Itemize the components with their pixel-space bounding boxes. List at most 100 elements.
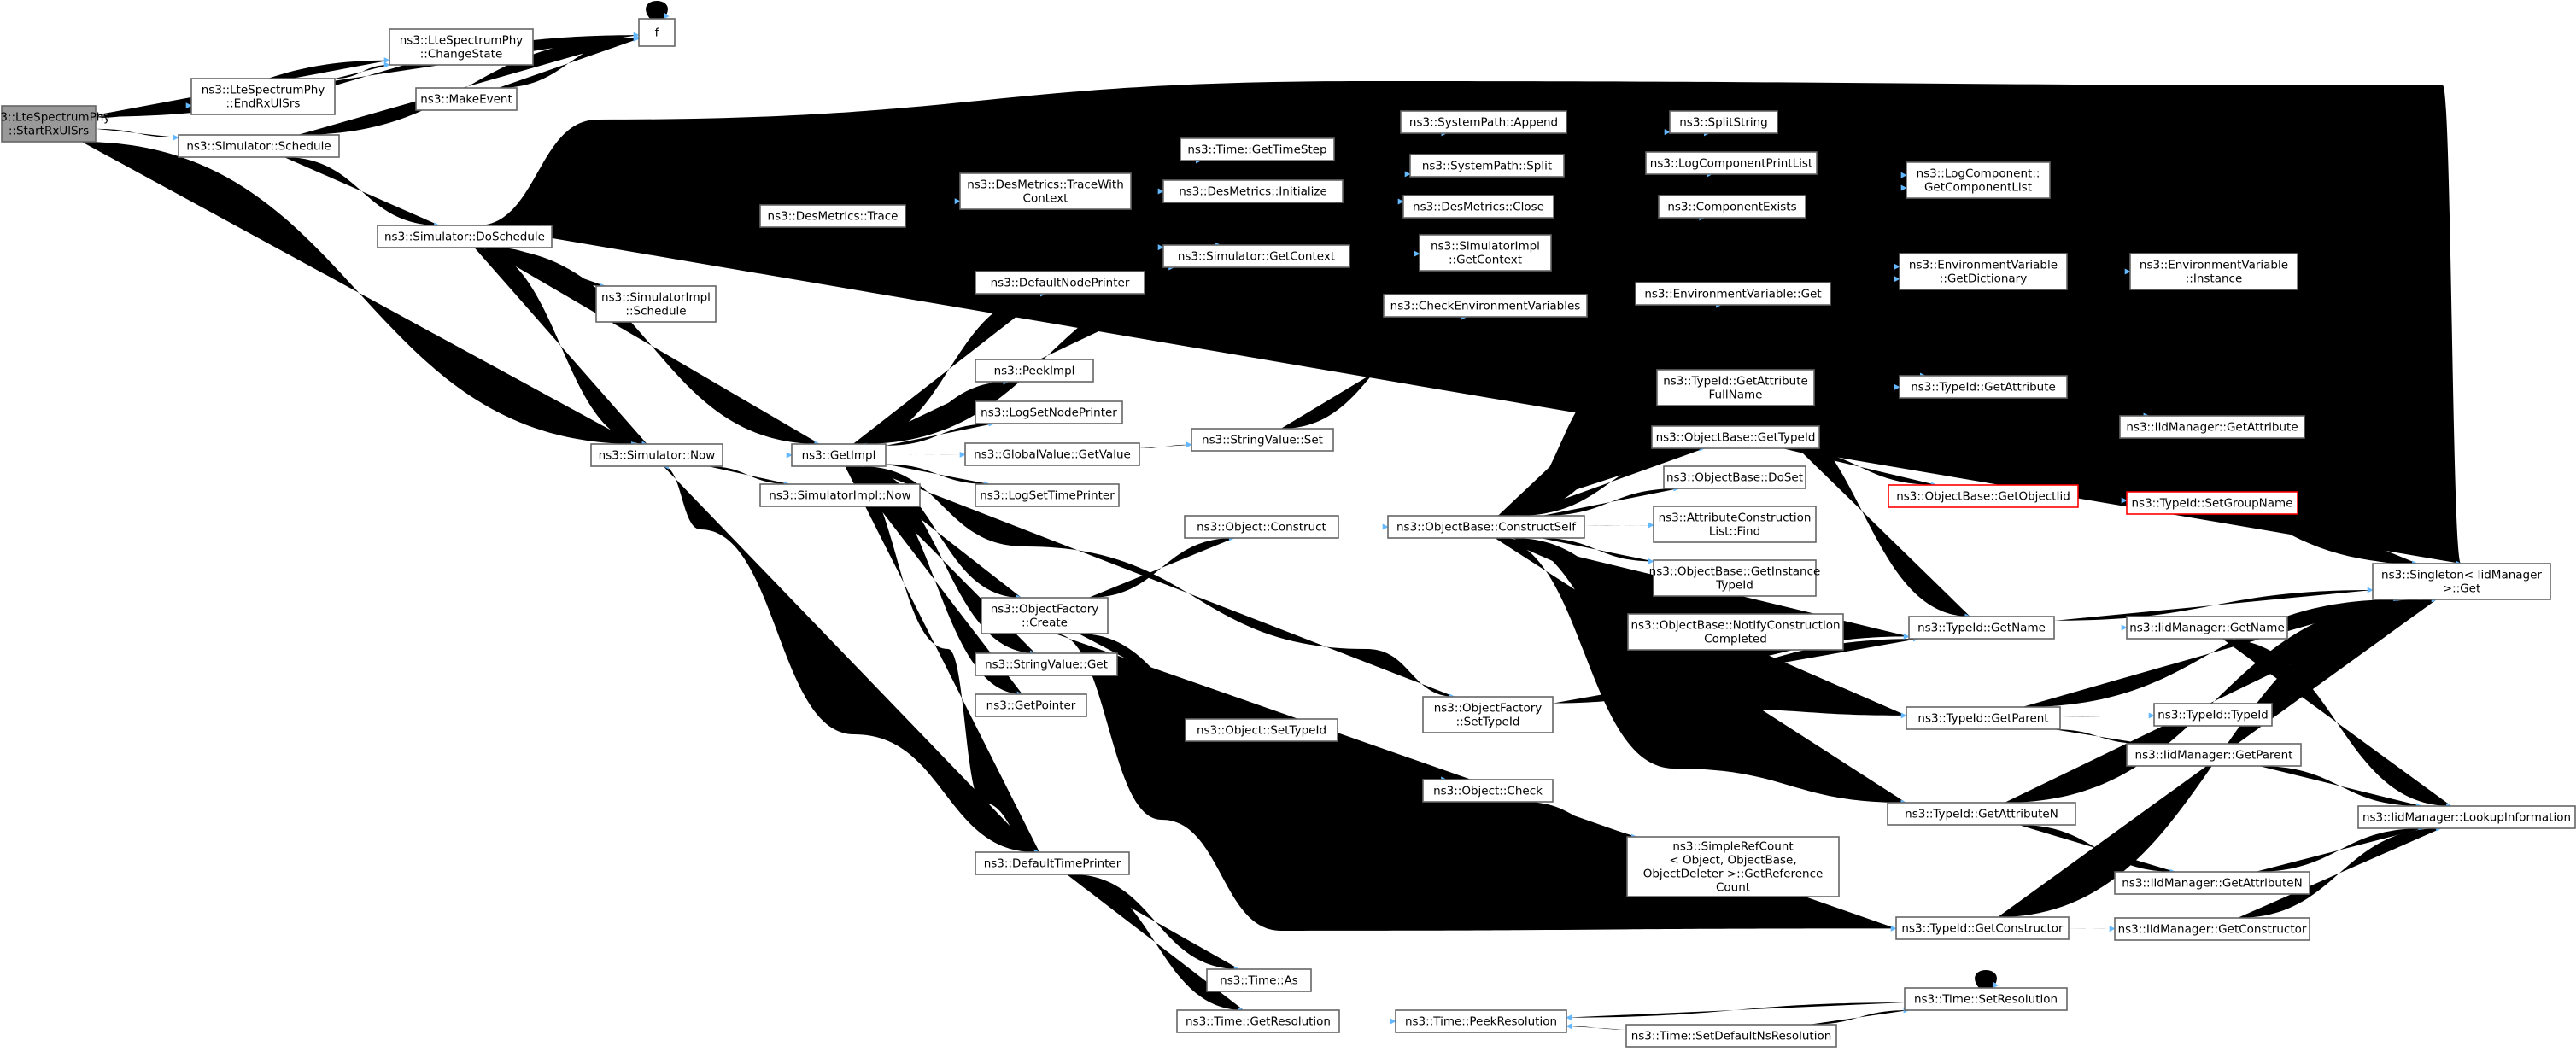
function-node[interactable]: ns3::Singleton< IidManager >::Get: [2372, 563, 2551, 600]
function-node[interactable]: ns3::SystemPath::Append: [1400, 110, 1567, 134]
function-node[interactable]: ns3::ComponentExists: [1658, 195, 1806, 219]
node-box: [1899, 253, 2068, 290]
call-edge: [2258, 766, 2422, 809]
function-node[interactable]: ns3::Time::PeekResolution: [1395, 1009, 1567, 1033]
function-node[interactable]: ns3::GetImpl: [791, 443, 887, 467]
function-node[interactable]: ns3::Simulator::Now: [590, 443, 723, 467]
node-label: ns3::TypeId::GetAttribute: [1663, 374, 1808, 388]
function-node[interactable]: ns3::LteSpectrumPhy::StartRxUlSrs: [0, 105, 110, 143]
function-node[interactable]: ns3::IidManager::GetAttribute: [2119, 415, 2305, 439]
function-node[interactable]: ns3::SplitString: [1669, 110, 1778, 134]
node-box: [1895, 916, 2070, 940]
function-node[interactable]: ns3::Time::As: [1206, 968, 1312, 992]
function-node[interactable]: ns3::ObjectBase::GetObjectIid: [1888, 484, 2079, 508]
function-node[interactable]: ns3::Simulator::Schedule: [178, 134, 340, 158]
function-node[interactable]: ns3::LogComponent::GetComponentList: [1906, 161, 2051, 199]
function-node[interactable]: ns3::LogSetNodePrinter: [975, 400, 1123, 424]
node-label: < Object, ObjectBase,: [1669, 853, 1796, 867]
call-edge: [1131, 157, 1202, 175]
call-edge: [707, 466, 790, 488]
function-node[interactable]: ns3::DesMetrics::Close: [1402, 195, 1554, 219]
function-node[interactable]: ns3::DefaultTimePrinter: [975, 851, 1130, 875]
node-label: ::GetDictionary: [1940, 272, 2027, 285]
function-node[interactable]: ns3::TypeId::GetConstructor: [1895, 916, 2070, 940]
function-node[interactable]: ns3::EnvironmentVariable::Instance: [2129, 253, 2298, 290]
function-node[interactable]: ns3::DefaultNodePrinter: [975, 271, 1145, 295]
function-node[interactable]: ns3::LteSpectrumPhy::ChangeState: [389, 28, 534, 66]
function-node[interactable]: ns3::LteSpectrumPhy::EndRxUlSrs: [190, 78, 336, 115]
function-node[interactable]: ns3::ObjectFactory::SetTypeId: [1422, 696, 1554, 733]
function-node[interactable]: ns3::Time::SetResolution: [1904, 987, 2068, 1011]
function-node[interactable]: ns3::Simulator::DoSchedule: [377, 225, 553, 248]
node-box: [981, 597, 1109, 634]
function-node[interactable]: ns3::LogSetTimePrinter: [975, 483, 1120, 507]
function-node[interactable]: ns3::SimulatorImpl::GetContext: [1419, 234, 1552, 272]
node-box: [1658, 195, 1806, 219]
function-node[interactable]: ns3::EnvironmentVariable::Get: [1635, 282, 1831, 306]
function-node[interactable]: ns3::ObjectBase::ConstructSelf: [1387, 515, 1585, 539]
function-node[interactable]: ns3::StringValue::Get: [975, 652, 1118, 676]
function-node[interactable]: ns3::SimulatorImpl::Schedule: [595, 285, 717, 323]
function-node[interactable]: ns3::Simulator::GetContext: [1162, 244, 1350, 268]
node-label: ns3::DesMetrics::Initialize: [1179, 184, 1327, 198]
function-node[interactable]: ns3::DesMetrics::Initialize: [1162, 179, 1344, 203]
node-box: [1663, 465, 1806, 489]
node-box: [1888, 484, 2079, 508]
call-edge: [1830, 276, 1900, 285]
function-node[interactable]: ns3::Object::SetTypeId: [1185, 718, 1338, 742]
node-label: ns3::Simulator::GetContext: [1178, 249, 1335, 263]
function-node[interactable]: ns3::ObjectBase::GetTypeId: [1651, 425, 1820, 449]
function-node[interactable]: ns3::IidManager::GetAttributeN: [2114, 871, 2310, 895]
node-label: ns3::StringValue::Set: [1202, 433, 1323, 447]
call-edge: [2060, 712, 2155, 719]
node-box: [590, 443, 723, 467]
function-node[interactable]: ns3::PeekImpl: [975, 359, 1094, 383]
function-node[interactable]: ns3::Time::GetTimeStep: [1180, 137, 1335, 161]
function-node[interactable]: ns3::CheckEnvironmentVariables: [1383, 294, 1588, 318]
node-box: [2129, 253, 2298, 290]
function-node[interactable]: ns3::TypeId::SetGroupName: [2126, 491, 2298, 515]
function-node[interactable]: ns3::Time::GetResolution: [1176, 1009, 1340, 1033]
function-node[interactable]: ns3::LogComponentPrintList: [1645, 151, 1818, 175]
function-node[interactable]: ns3::GetPointer: [975, 693, 1087, 717]
function-node[interactable]: ns3::ObjectBase::NotifyConstructionCompl…: [1627, 613, 1844, 651]
function-node[interactable]: ns3::IidManager::GetParent: [2126, 743, 2302, 767]
call-edge: [335, 61, 390, 79]
function-node[interactable]: ns3::MakeEvent: [415, 87, 518, 111]
function-node[interactable]: ns3::SystemPath::Split: [1409, 154, 1565, 178]
function-node[interactable]: ns3::ObjectBase::DoSet: [1663, 465, 1806, 489]
call-edge: [1066, 874, 1244, 1014]
node-label: ns3::DesMetrics::TraceWith: [967, 178, 1124, 191]
function-node[interactable]: ns3::IidManager::LookupInformation: [2357, 805, 2576, 829]
function-node[interactable]: ns3::EnvironmentVariable::GetDictionary: [1899, 253, 2068, 290]
function-node[interactable]: ns3::GlobalValue::GetValue: [964, 442, 1140, 466]
node-label: ns3::Object::SetTypeId: [1197, 723, 1326, 737]
function-node[interactable]: ns3::DesMetrics::Trace: [759, 204, 906, 228]
call-edge: [1566, 1002, 1905, 1021]
call-edge: [1523, 802, 1637, 840]
function-node[interactable]: ns3::TypeId::GetName: [1908, 616, 2055, 640]
function-node[interactable]: ns3::IidManager::GetName: [2126, 616, 2288, 640]
function-node[interactable]: ns3::Time::SetDefaultNsResolution: [1625, 1024, 1837, 1048]
function-node[interactable]: ns3::StringValue::Set: [1191, 428, 1334, 452]
call-edge: [498, 35, 640, 88]
node-box: [1656, 369, 1815, 406]
function-node[interactable]: ns3::TypeId::GetParent: [1906, 706, 2061, 730]
function-node[interactable]: ns3::Object::Check: [1422, 779, 1554, 803]
function-node[interactable]: ns3::TypeId::GetAttribute: [1899, 375, 2068, 399]
function-node[interactable]: ns3::ObjectFactory::Create: [981, 597, 1109, 634]
function-node[interactable]: f: [638, 18, 676, 47]
node-box: [1162, 244, 1350, 268]
function-node[interactable]: ns3::SimpleRefCount< Object, ObjectBase,…: [1626, 836, 1840, 897]
node-box: [2153, 703, 2273, 727]
function-node[interactable]: ns3::TypeId::TypeId: [2153, 703, 2273, 727]
function-node[interactable]: ns3::SimulatorImpl::Now: [759, 483, 921, 507]
function-node[interactable]: ns3::Object::Construct: [1184, 515, 1339, 539]
function-node[interactable]: ns3::TypeId::GetAttributeN: [1887, 802, 2076, 826]
function-node[interactable]: ns3::IidManager::GetConstructor: [2114, 917, 2310, 941]
node-box: [190, 78, 336, 115]
